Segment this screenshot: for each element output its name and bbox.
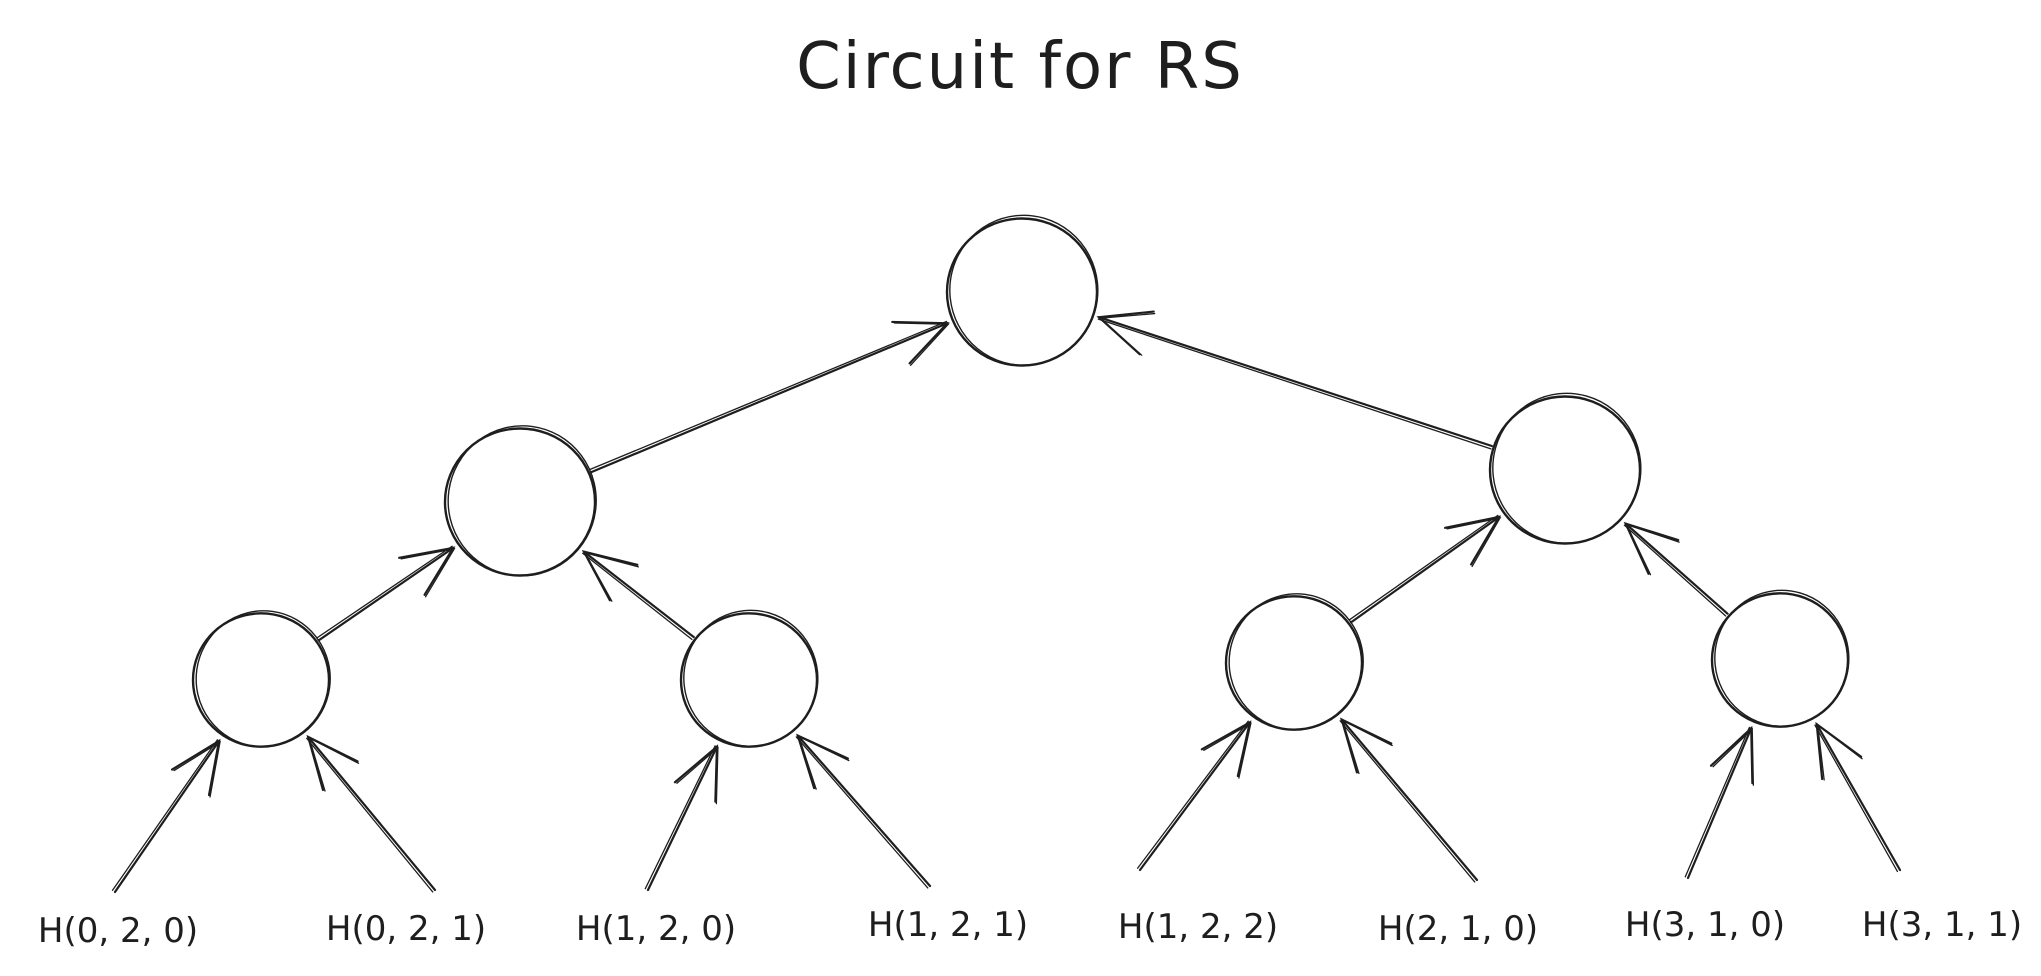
leaf-label-8: H(3, 1, 1) [1862, 905, 2022, 945]
edge-line [113, 739, 221, 894]
leaf-label-6: H(2, 1, 0) [1378, 909, 1538, 949]
edge-sketch-line [1136, 720, 1249, 869]
edge-line [646, 745, 719, 892]
edge-group [111, 310, 1902, 894]
arrowhead-sketch [1625, 523, 1680, 576]
edge-line [1686, 727, 1753, 880]
edge-node-l1-right-to-node-root [1096, 310, 1493, 450]
arrowhead-sketch [1098, 312, 1156, 356]
edge-leaf-5-to-node-l2-3 [1136, 720, 1252, 872]
arrowhead-sketch [1446, 517, 1502, 568]
leaf-label-3: H(1, 2, 0) [576, 909, 736, 949]
arrowhead-sketch [676, 746, 719, 805]
node-root [945, 214, 1099, 367]
edge-sketch-line [1348, 514, 1499, 621]
arrowhead [581, 550, 639, 602]
edge-leaf-3-to-node-l2-2 [644, 744, 719, 892]
edge-leaf-7-to-node-l2-4 [1684, 725, 1755, 880]
edge-node-l2-3-to-node-l1-right [1348, 514, 1502, 624]
edge-sketch-line [589, 320, 948, 471]
edge-sketch-line [644, 745, 716, 890]
diagram-title: Circuit for RS [796, 30, 1244, 104]
edge-sketch-line [582, 552, 693, 641]
arrowhead [1815, 721, 1863, 781]
edge-node-l1-left-to-node-root [589, 320, 950, 474]
leaf-label-1: H(0, 2, 0) [38, 911, 198, 951]
arrowhead [170, 738, 221, 797]
arrowhead [1339, 717, 1393, 774]
node-l1-right-sketch-stroke [1492, 392, 1642, 544]
edge-line [1097, 316, 1493, 448]
edge-sketch-line [1814, 724, 1899, 873]
edge-line [307, 735, 437, 892]
edge-leaf-8-to-node-l2-4 [1814, 721, 1902, 873]
node-l1-left-sketch-stroke [447, 425, 597, 577]
arrowhead [1444, 515, 1502, 566]
node-l2-1-sketch-stroke [195, 610, 331, 748]
edge-line [582, 550, 695, 639]
edge-line [1349, 515, 1501, 624]
node-l2-3 [1224, 593, 1364, 731]
arrowhead-sketch [893, 322, 950, 366]
node-l2-4-circle [1710, 592, 1850, 728]
node-root-circle [945, 217, 1099, 367]
edge-line [1624, 522, 1729, 615]
node-l2-2-sketch-stroke [683, 609, 819, 747]
arrowhead-sketch [1203, 722, 1252, 779]
node-l2-1 [191, 610, 331, 748]
leaf-label-2: H(0, 2, 1) [326, 909, 486, 949]
edge-line [1815, 723, 1902, 872]
arrowhead [673, 744, 719, 803]
node-l2-3-sketch-stroke [1228, 593, 1364, 731]
edge-node-l2-1-to-node-l1-left [316, 545, 456, 642]
edge-line [317, 546, 455, 642]
edge-line [1138, 721, 1251, 872]
edge-sketch-line [1097, 318, 1492, 450]
edge-line [796, 734, 932, 888]
arrowhead-sketch [583, 551, 640, 602]
edge-sketch-line [795, 736, 929, 889]
edge-sketch-line [316, 545, 453, 639]
node-l1-right [1488, 392, 1642, 545]
edge-node-l2-2-to-node-l1-left [581, 550, 695, 641]
arrowhead-sketch [308, 736, 360, 792]
arrowhead [1709, 725, 1754, 785]
edge-line [1340, 718, 1479, 882]
leaf-label-group: H(0, 2, 0) H(0, 2, 1) H(1, 2, 0) H(1, 2,… [38, 905, 2022, 951]
leaf-label-7: H(3, 1, 0) [1625, 905, 1785, 945]
arrowhead [891, 320, 950, 365]
edge-sketch-line [111, 739, 219, 891]
edge-line [589, 322, 949, 474]
arrowhead-sketch [797, 735, 850, 790]
edge-sketch-line [1623, 524, 1727, 617]
edge-leaf-2-to-node-l2-1 [306, 734, 437, 893]
edge-leaf-6-to-node-l2-3 [1339, 717, 1479, 883]
arrowhead [1200, 720, 1252, 778]
arrowhead-sketch [400, 547, 456, 598]
edge-node-l2-4-to-node-l1-right [1623, 521, 1729, 617]
arrowhead-sketch [1816, 723, 1863, 781]
node-group [191, 214, 1850, 748]
edge-sketch-line [1339, 720, 1476, 883]
node-root-sketch-stroke [949, 214, 1099, 366]
arrowhead-sketch [1341, 719, 1393, 775]
node-l2-4 [1710, 589, 1850, 728]
edge-leaf-4-to-node-l2-2 [795, 733, 932, 889]
node-l2-4-sketch-stroke [1714, 589, 1850, 727]
edge-sketch-line [306, 737, 434, 893]
leaf-label-4: H(1, 2, 1) [868, 905, 1028, 945]
arrowhead-sketch [173, 740, 221, 798]
node-l2-2 [679, 609, 819, 748]
node-l2-2-circle [679, 612, 819, 748]
node-l1-right-circle [1488, 395, 1642, 545]
edge-sketch-line [1684, 726, 1751, 878]
arrowhead-sketch [1712, 727, 1755, 786]
leaf-label-5: H(1, 2, 2) [1118, 907, 1278, 947]
arrowhead [398, 546, 456, 596]
node-l1-left [443, 425, 597, 577]
edge-leaf-1-to-node-l2-1 [111, 738, 221, 894]
arrowhead [306, 734, 359, 792]
